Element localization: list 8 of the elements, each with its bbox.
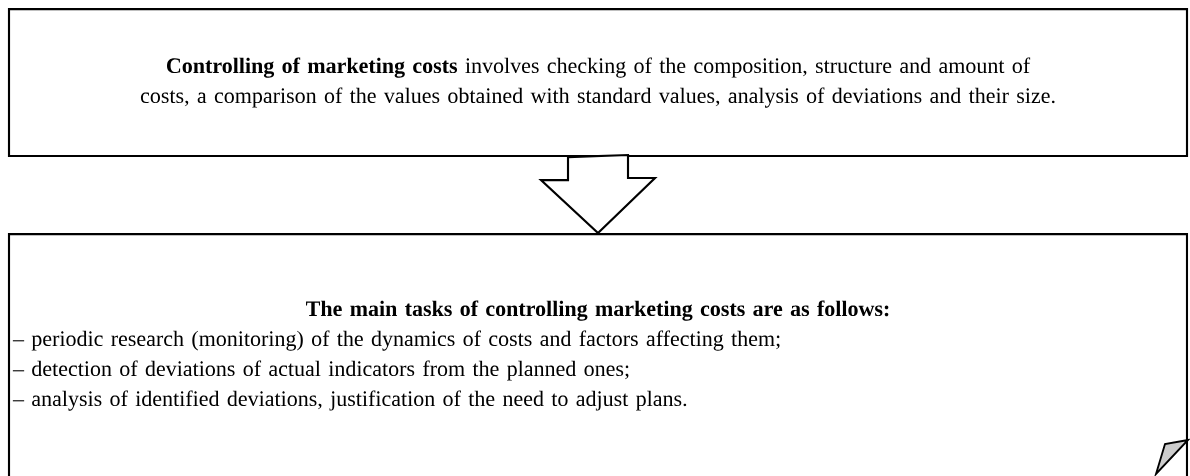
text-box [7,8,1189,158]
list-item: – detection of deviations of actual indicators from the planned ones; [12,360,629,381]
list-item: – analysis of identified deviations, justification of the need to adjust plans. [12,390,687,411]
block-arrow [538,153,658,235]
heading: The main tasks of controlling marketing costs are as follows: [306,300,889,321]
list-item: – periodic research (monitoring) of the dynamics of costs and factors affecting them; [12,330,780,351]
text-box [7,233,1189,476]
description-text: Controlling of marketing costs involves checking of the composition, structure and amount of costs, a comparison of the values obtained with standard values, analysis of deviations and their size. [140,57,1055,108]
